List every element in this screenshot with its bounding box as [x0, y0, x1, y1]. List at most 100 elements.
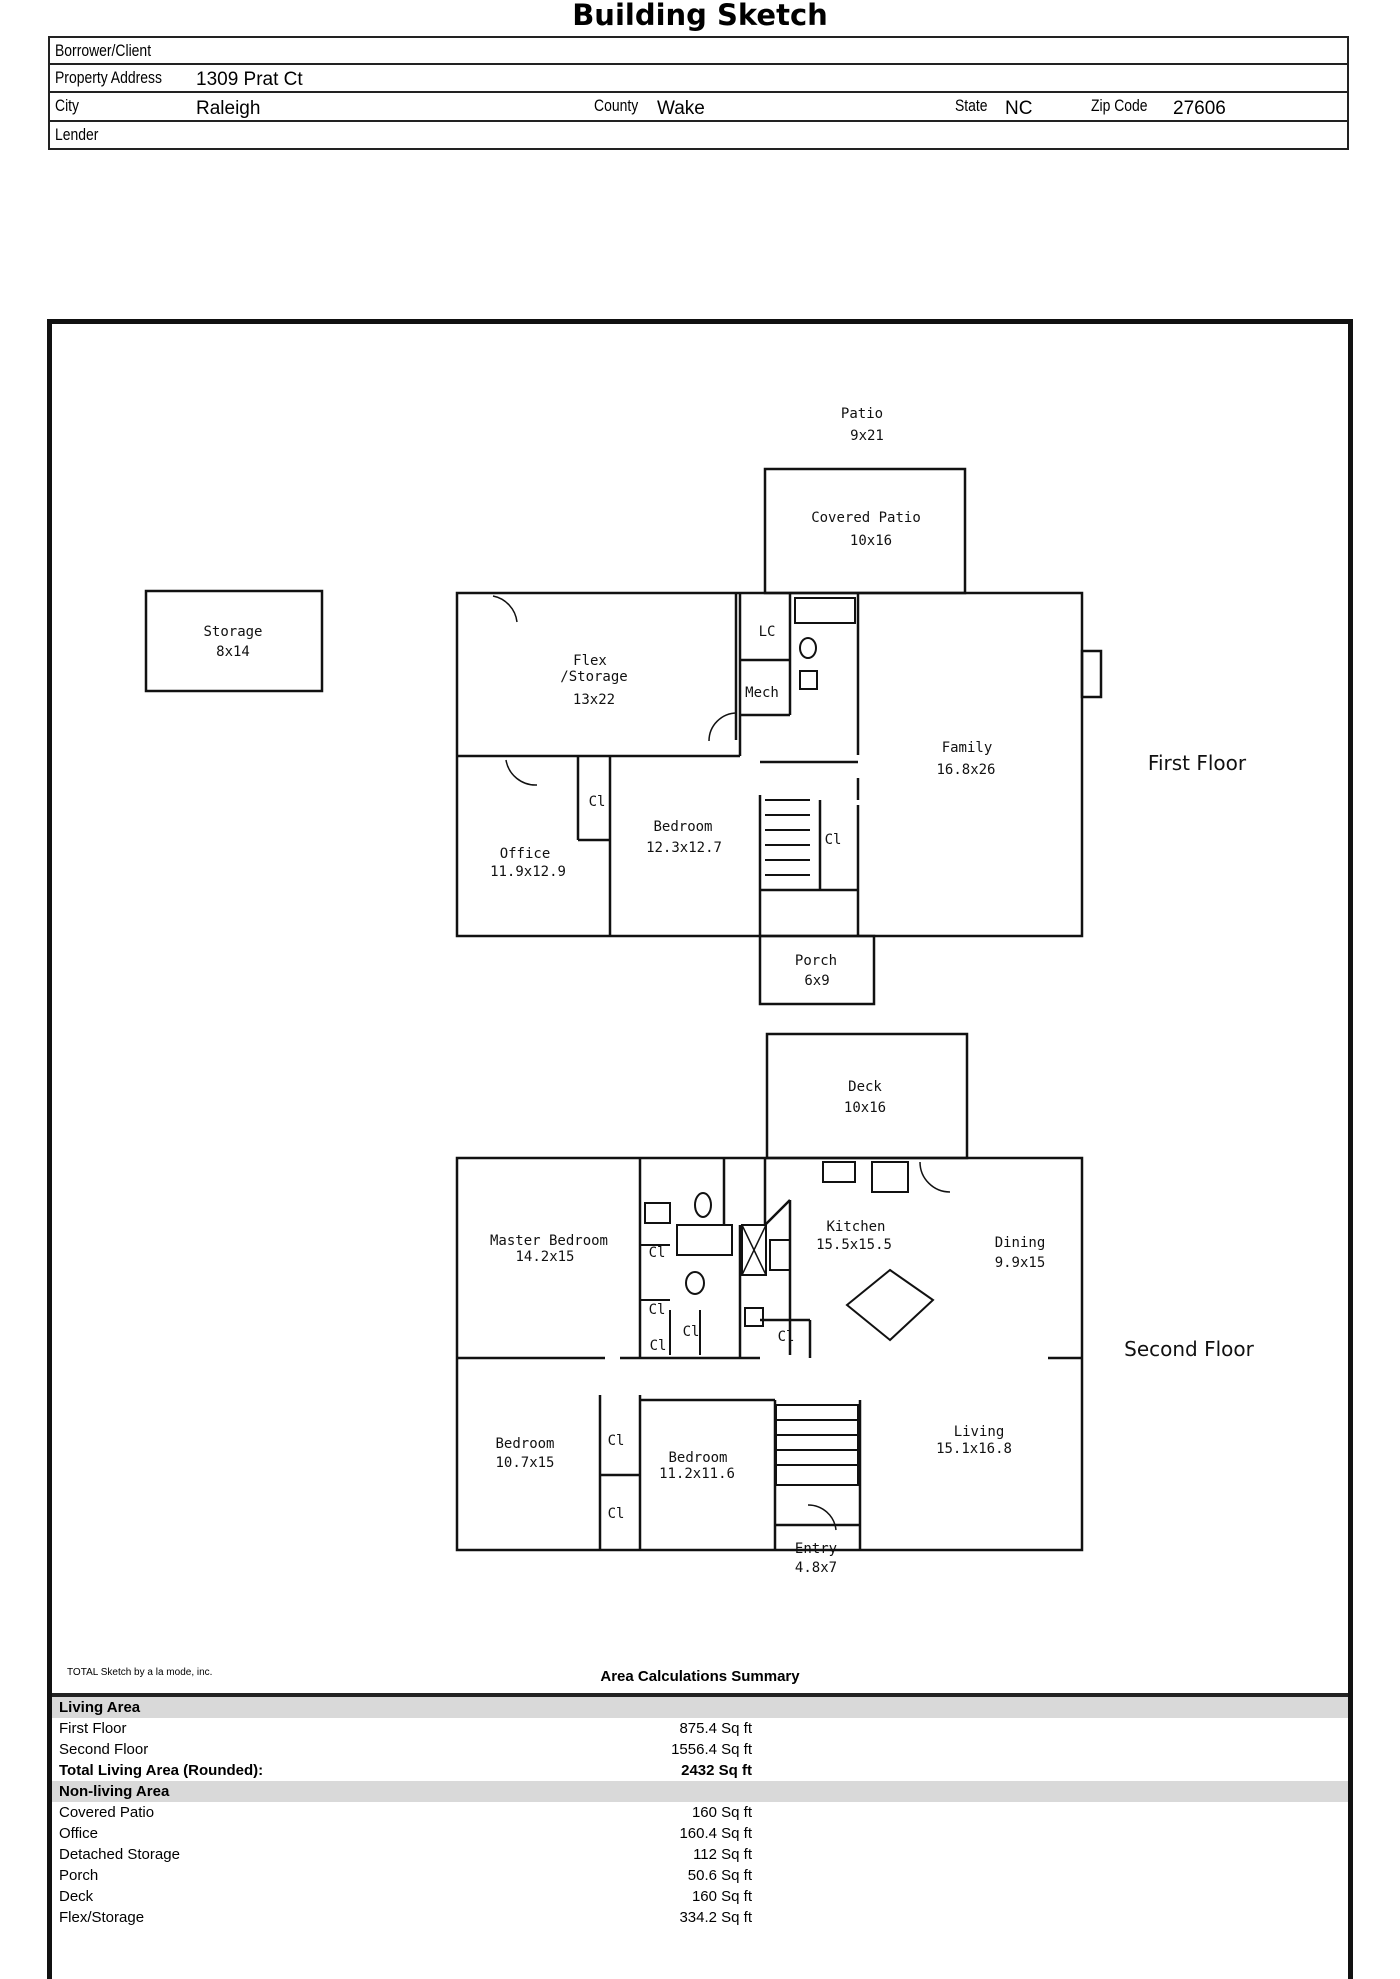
summary-row-label: Second Floor	[59, 1741, 149, 1758]
family-name: Family	[942, 740, 993, 756]
kitchen-size: 15.5x15.5	[816, 1237, 892, 1253]
summary-row-label: Detached Storage	[59, 1846, 180, 1863]
area-summary-table: Living Area First Floor 875.4 Sq ft Seco…	[52, 1693, 1348, 1928]
dining-name: Dining	[995, 1235, 1046, 1251]
first-floor-labels: Patio 9x21 Covered Patio 10x16 Storage 8…	[203, 406, 1246, 989]
software-credit: TOTAL Sketch by a la mode, inc.	[67, 1667, 213, 1678]
city-row: City Raleigh County Wake State NC Zip Co…	[50, 93, 1347, 122]
summary-title: Area Calculations Summary	[600, 1668, 800, 1685]
total-living-row: Total Living Area (Rounded): 2432 Sq ft	[52, 1760, 1348, 1781]
deck-name: Deck	[848, 1079, 882, 1095]
second-floor-outline	[455, 1156, 1084, 1552]
zip-label: Zip Code	[1091, 96, 1148, 115]
bedroom-2-name: Bedroom	[495, 1436, 554, 1452]
porch-name: Porch	[795, 953, 837, 969]
closet-label: Cl	[649, 1302, 666, 1318]
closet-label: Cl	[589, 794, 606, 810]
entry-size: 4.8x7	[795, 1560, 837, 1576]
summary-row-value: 50.6 Sq ft	[687, 1867, 752, 1884]
summary-row: Second Floor 1556.4 Sq ft	[52, 1739, 1348, 1760]
deck-size: 10x16	[844, 1100, 886, 1116]
summary-row: Deck 160 Sq ft	[52, 1886, 1348, 1907]
summary-row-value: 112 Sq ft	[693, 1846, 752, 1863]
closet-label: Cl	[608, 1506, 625, 1522]
borrower-row: Borrower/Client	[50, 38, 1347, 65]
summary-row-value: 334.2 Sq ft	[679, 1909, 752, 1926]
county-value: Wake	[657, 98, 705, 119]
storage-outline	[144, 589, 324, 693]
office-size: 11.9x12.9	[490, 864, 566, 880]
patio-name: Patio	[841, 406, 883, 422]
address-label: Property Address	[55, 68, 162, 87]
second-floor-label: Second Floor	[1124, 1337, 1254, 1361]
family-size: 16.8x26	[936, 762, 995, 778]
summary-row-value: 2432 Sq ft	[681, 1762, 752, 1779]
flex-name-2: /Storage	[560, 669, 627, 685]
summary-row: Detached Storage 112 Sq ft	[52, 1844, 1348, 1865]
lender-label: Lender	[55, 125, 99, 144]
summary-row-value: 1556.4 Sq ft	[671, 1741, 752, 1758]
summary-row-label: Deck	[59, 1888, 94, 1905]
deck-outline	[765, 1032, 969, 1160]
closet-label: Cl	[608, 1433, 625, 1449]
storage-size: 8x14	[216, 644, 250, 660]
storage-name: Storage	[203, 624, 262, 640]
lc-label: LC	[759, 624, 776, 640]
summary-row-value: 875.4 Sq ft	[679, 1720, 752, 1737]
closet-label: Cl	[778, 1329, 795, 1345]
floor-plan-walls	[144, 467, 1103, 1552]
patio-size: 9x21	[850, 428, 884, 444]
living-size: 15.1x16.8	[936, 1441, 1012, 1457]
summary-row-label: Porch	[59, 1867, 99, 1884]
zip-value: 27606	[1173, 98, 1226, 119]
first-floor-bump	[1080, 649, 1103, 699]
bedroom-1-name: Bedroom	[653, 819, 712, 835]
address-value: 1309 Prat Ct	[196, 69, 303, 90]
summary-row-label: Covered Patio	[59, 1804, 155, 1821]
second-floor-labels: Deck 10x16 Master Bedroom 14.2x15 Kitche…	[490, 1079, 1255, 1576]
page-title: Building Sketch	[572, 0, 828, 32]
city-label: City	[55, 96, 80, 115]
sketch-frame	[47, 319, 1353, 1979]
summary-row: Covered Patio 160 Sq ft	[52, 1802, 1348, 1823]
porch-outline	[758, 934, 876, 1006]
summary-row-label: Flex/Storage	[59, 1909, 145, 1926]
address-row: Property Address 1309 Prat Ct	[50, 65, 1347, 93]
summary-row-value: 160 Sq ft	[691, 1804, 752, 1821]
covered-patio-size: 10x16	[850, 533, 892, 549]
living-area-header: Living Area	[52, 1697, 1348, 1718]
bedroom-3-name: Bedroom	[668, 1450, 727, 1466]
summary-row-label: Office	[59, 1825, 98, 1842]
summary-row-value: 160 Sq ft	[691, 1888, 752, 1905]
master-size: 14.2x15	[515, 1249, 574, 1265]
covered-patio-name: Covered Patio	[811, 510, 921, 526]
flex-size: 13x22	[573, 692, 615, 708]
state-label: State	[955, 96, 988, 115]
bedroom-1-size: 12.3x12.7	[646, 840, 722, 856]
living-name: Living	[954, 1424, 1005, 1440]
flex-name: Flex	[573, 653, 607, 669]
entry-name: Entry	[795, 1541, 837, 1557]
header-table: Borrower/Client Property Address 1309 Pr…	[48, 36, 1349, 150]
summary-row: Porch 50.6 Sq ft	[52, 1865, 1348, 1886]
lender-row: Lender	[50, 122, 1347, 148]
office-name: Office	[500, 846, 551, 862]
closet-label: Cl	[683, 1324, 700, 1340]
covered-patio-outline	[763, 467, 967, 595]
summary-row-value: 160.4 Sq ft	[679, 1825, 752, 1842]
city-value: Raleigh	[196, 98, 261, 119]
mech-label: Mech	[745, 685, 779, 701]
master-name: Master Bedroom	[490, 1233, 608, 1249]
summary-row: First Floor 875.4 Sq ft	[52, 1718, 1348, 1739]
bedroom-3-size: 11.2x11.6	[659, 1466, 735, 1482]
first-floor-label: First Floor	[1148, 751, 1247, 775]
non-living-area-header: Non-living Area	[52, 1781, 1348, 1802]
county-label: County	[594, 96, 639, 115]
dining-size: 9.9x15	[995, 1255, 1046, 1271]
summary-row: Office 160.4 Sq ft	[52, 1823, 1348, 1844]
borrower-label: Borrower/Client	[55, 41, 152, 60]
closet-label: Cl	[649, 1245, 666, 1261]
summary-row-label: Total Living Area (Rounded):	[59, 1762, 264, 1779]
summary-row-label: First Floor	[59, 1720, 127, 1737]
